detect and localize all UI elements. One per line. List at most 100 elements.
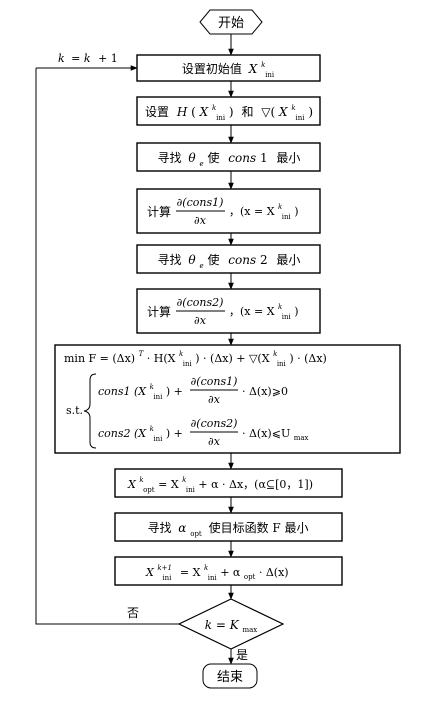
step8-b: = X <box>158 478 179 491</box>
step2-x: X <box>199 105 209 119</box>
step5-num: 2 <box>260 253 268 267</box>
step7-c1-numerator: ∂(cons1) <box>191 375 238 388</box>
step7-c2-sub: ini <box>153 435 163 443</box>
step-set-initial-value <box>136 54 321 82</box>
step6-close: ) <box>294 305 298 318</box>
step8-a: X <box>127 478 137 491</box>
decision-sub: max <box>242 626 257 634</box>
step4-denominator: ∂x <box>194 214 207 227</box>
start-label: 开始 <box>218 16 244 31</box>
step5-prefix: 寻找 <box>158 253 182 267</box>
step3-suffix: 最小 <box>276 151 300 165</box>
loop-back-line <box>35 68 179 625</box>
step7-c1-c: · Δ(x)⩾0 <box>242 385 288 398</box>
step2-rp2: ) <box>308 105 313 119</box>
step6-prefix: 计算 <box>147 304 171 319</box>
end-terminal <box>202 663 258 689</box>
step3-cons: cons <box>228 151 256 165</box>
svg-text:寻找 α opt 使目标函数 F 最: 寻找 α opt 使目标函数 F 最小 <box>147 520 308 539</box>
step2-sub: ini <box>216 114 226 122</box>
step3-theta-sub: e <box>199 160 203 168</box>
no-label: 否 <box>127 606 139 620</box>
step5-theta: θ <box>188 253 196 267</box>
step10-sub3: opt <box>244 573 256 581</box>
step7-objective-d: ) · (Δx) <box>289 352 327 365</box>
step2-prefix: 设置 <box>145 105 169 119</box>
step7-sub1: ini <box>183 360 193 368</box>
step7-c2-sup: k <box>150 425 154 433</box>
step8-sub2: ini <box>186 486 196 494</box>
step2-h: H <box>176 105 188 119</box>
step4-sup: k <box>278 203 282 211</box>
step4-cond: ，(x = X <box>229 205 275 218</box>
svg-text:，(x = X k ini ): ，(x = X k ini ) <box>229 199 299 222</box>
step6-numerator: ∂(cons2) <box>177 296 224 309</box>
svg-text:cons1 (X k ini ) +: cons1 (X k ini ) + <box>98 379 183 402</box>
step8-sup: k <box>139 476 143 484</box>
step5-theta-sub: e <box>199 262 203 270</box>
step2-sub2: ini <box>295 114 305 122</box>
step-update-x-opt <box>114 468 343 498</box>
step7-c2-b: ) + <box>166 427 183 440</box>
step1-var: X <box>248 62 258 76</box>
step7-c2-a: cons2 (X <box>98 427 147 440</box>
step4-prefix: 计算 <box>147 204 171 219</box>
step10-sup: k+1 <box>157 564 172 572</box>
step7-t: T <box>139 350 145 358</box>
step2-x2: X <box>278 105 288 119</box>
step4-numerator: ∂(cons1) <box>177 196 224 209</box>
svg-text:· Δ(x)⩽U max: · Δ(x)⩽U max <box>242 427 309 442</box>
step9-alpha: α <box>178 521 186 535</box>
step-update-x-next <box>114 556 343 586</box>
step7-sub2: ini <box>277 360 287 368</box>
step7-sup2: k <box>273 350 277 358</box>
step1-sub: ini <box>265 71 275 79</box>
step3-num: 1 <box>260 151 268 165</box>
step7-c2-denominator: ∂x <box>208 435 221 448</box>
step10-sub2: ini <box>208 574 218 582</box>
svg-text:寻找 θ e 使 cons: 寻找 θ e 使 cons 1 最小 <box>158 150 301 169</box>
step3-theta: θ <box>188 151 196 165</box>
step7-c1-b: ) + <box>166 385 183 398</box>
yes-label: 是 <box>236 648 248 662</box>
loop-plus-one: + 1 <box>98 52 118 65</box>
step10-c: + α <box>220 566 241 579</box>
step-compute-dcons1 <box>136 188 321 234</box>
step10-d: · Δ(x) <box>259 566 289 579</box>
step7-c1-sub: ini <box>153 393 163 401</box>
step9-suffix: 使目标函数 F 最小 <box>209 520 309 535</box>
step8-c: + α · Δx，(α⊆[0，1]) <box>198 478 313 491</box>
step10-sup2: k <box>204 564 208 572</box>
step7-c1-a: cons1 (X <box>98 385 147 398</box>
step-find-theta-cons1 <box>136 142 321 172</box>
step6-sup: k <box>278 303 282 311</box>
step9-sub: opt <box>190 530 202 538</box>
step6-denominator: ∂x <box>194 314 207 327</box>
step-compute-dcons2 <box>136 288 321 334</box>
step7-c1-denominator: ∂x <box>208 393 221 406</box>
step2-lp: ( <box>191 105 196 119</box>
step6-cond: ，(x = X <box>229 305 275 318</box>
step8-sub: opt <box>143 486 155 494</box>
step7-st: s.t. <box>66 404 83 417</box>
step2-rp: ) <box>229 105 234 119</box>
decision-text: k = K <box>205 618 240 632</box>
step2-and: 和 <box>241 105 253 119</box>
step2-sup: k <box>212 104 216 112</box>
svg-text:cons2 (X k ini ) +: cons2 (X k ini ) + <box>98 421 183 444</box>
step3-prefix: 寻找 <box>158 151 182 165</box>
step1-prefix: 设置初始值 <box>182 61 242 76</box>
step9-prefix: 寻找 <box>147 521 171 535</box>
step7-objective-c: ) · (Δx) + ▽(X <box>195 352 269 365</box>
step-find-alpha-opt <box>114 512 343 542</box>
step10-sub: ini <box>162 574 172 582</box>
loop-k: k <box>58 52 65 65</box>
step7-c1-sup: k <box>150 383 154 391</box>
step10-b: = X <box>180 566 201 579</box>
step7-brace <box>83 373 97 449</box>
step10-a: X <box>145 566 155 579</box>
start-terminal <box>199 9 263 35</box>
step4-close: ) <box>294 205 298 218</box>
svg-text:寻找 θ e 使 cons: 寻找 θ e 使 cons 2 最小 <box>158 252 301 271</box>
step7-objective-b: · H(X <box>147 352 176 365</box>
